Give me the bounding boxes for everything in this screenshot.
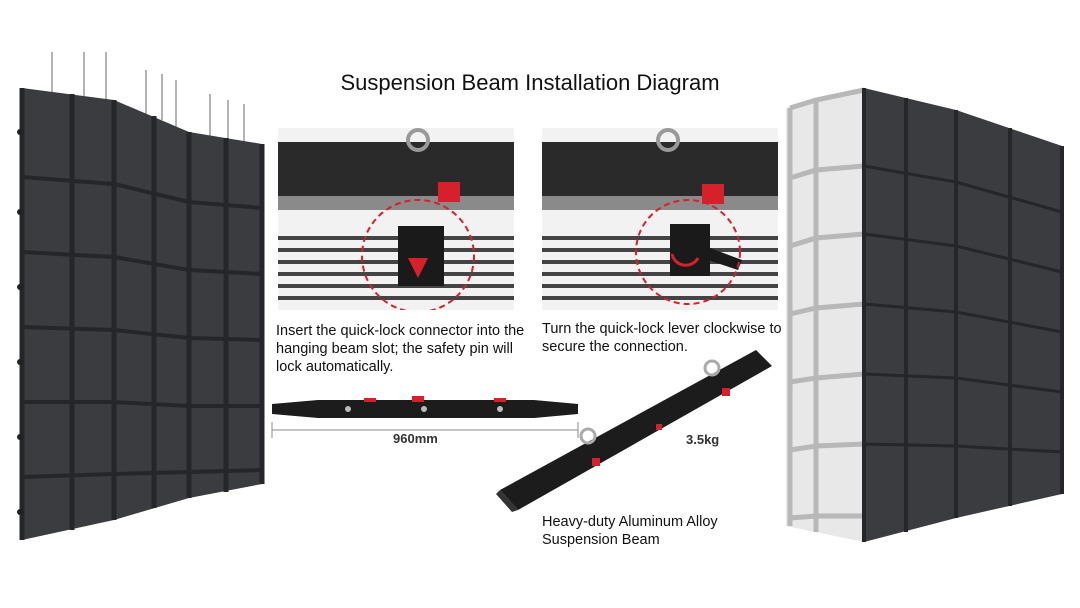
insert-connector-photo [278,128,514,310]
caption-insert-connector: Insert the quick-lock connector into the… [276,323,525,375]
right-led-screen-with-frame [786,87,1064,542]
angled-beam [496,350,772,512]
caption-suspension-beam: Heavy-duty Aluminum Alloy Suspension Bea… [542,514,718,548]
diagram-title: Suspension Beam Installation Diagram [340,70,720,95]
dimension-label: 960mm [393,431,438,446]
turn-lever-photo [542,128,778,310]
weight-label: 3.5kg [686,432,720,447]
caption-turn-lever: Turn the quick-lock lever clockwise to s… [542,321,782,355]
left-led-screen [17,52,265,540]
straight-beam [271,396,579,438]
